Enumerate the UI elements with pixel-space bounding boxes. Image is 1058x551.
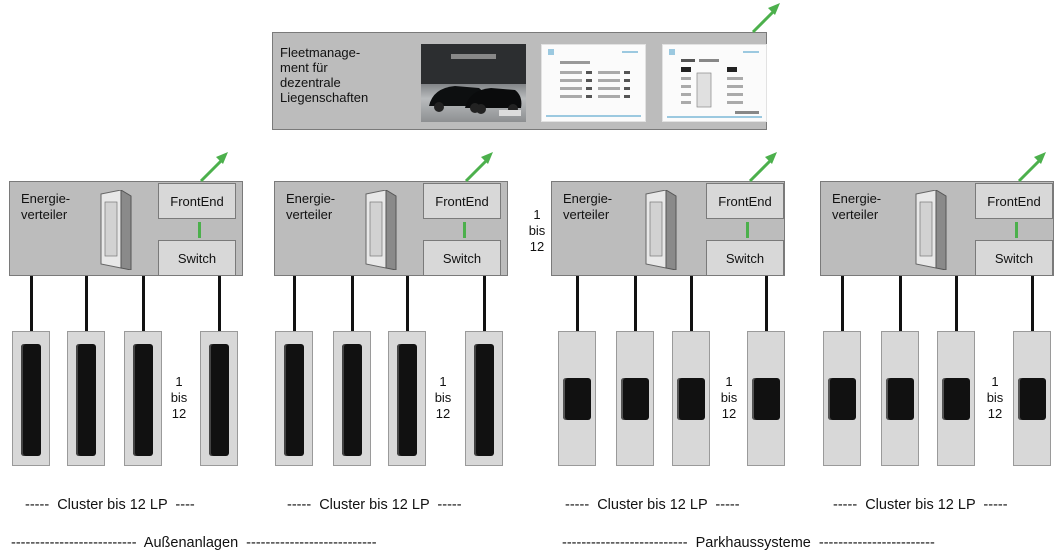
charging-station: [1013, 331, 1051, 466]
station-range-label: 1 bis 12: [720, 374, 738, 421]
charging-pillar-icon: [284, 344, 304, 456]
wallbox-icon: [828, 378, 856, 420]
charging-station: [672, 331, 710, 466]
frontend-box: FrontEnd: [706, 183, 784, 219]
frontend-box: FrontEnd: [423, 183, 501, 219]
station-range-label: 1 bis 12: [170, 374, 188, 421]
connection-line: [899, 276, 902, 332]
charging-station: [388, 331, 426, 466]
energy-distributor-label: Energie- verteiler: [21, 191, 71, 222]
outdoor-group-label: -------------------------- Außenanlagen …: [11, 535, 377, 551]
frontend-switch-link: [198, 222, 201, 238]
charging-station: [200, 331, 238, 466]
charging-station: [881, 331, 919, 466]
connection-line: [351, 276, 354, 332]
connection-line: [85, 276, 88, 332]
charging-pillar-icon: [21, 344, 41, 456]
charging-station: [124, 331, 162, 466]
connection-line: [30, 276, 33, 332]
cabinet-icon: [915, 190, 947, 270]
wallbox-icon: [621, 378, 649, 420]
charging-station: [747, 331, 785, 466]
charging-pillar-icon: [397, 344, 417, 456]
frontend-switch-link: [746, 222, 749, 238]
connection-line: [218, 276, 221, 332]
external-link-arrow-icon: [464, 152, 493, 183]
connection-line: [690, 276, 693, 332]
cluster-label: ----- Cluster bis 12 LP -----: [565, 497, 740, 513]
wallbox-icon: [563, 378, 591, 420]
connection-line: [1031, 276, 1034, 332]
connection-line: [841, 276, 844, 332]
panel-range-label: 1 bis 12: [528, 207, 546, 254]
station-range-label: 1 bis 12: [986, 374, 1004, 421]
frontend-switch-link: [463, 222, 466, 238]
connection-line: [483, 276, 486, 332]
cluster-label: ----- Cluster bis 12 LP -----: [287, 497, 462, 513]
frontend-box: FrontEnd: [975, 183, 1053, 219]
switch-box: Switch: [158, 240, 236, 276]
energy-distributor-label: Energie- verteiler: [832, 191, 882, 222]
cluster-label: ----- Cluster bis 12 LP -----: [833, 497, 1008, 513]
connection-line: [293, 276, 296, 332]
charging-pillar-icon: [474, 344, 494, 456]
connection-line: [765, 276, 768, 332]
station-range-label: 1 bis 12: [434, 374, 452, 421]
energy-distributor-label: Energie- verteiler: [286, 191, 336, 222]
switch-box: Switch: [975, 240, 1053, 276]
wallbox-icon: [1018, 378, 1046, 420]
external-link-arrow-icon: [199, 152, 228, 183]
frontend-box: FrontEnd: [158, 183, 236, 219]
connection-line: [634, 276, 637, 332]
charging-station: [275, 331, 313, 466]
switch-box: Switch: [706, 240, 784, 276]
list-screenshot-thumbnail: [541, 44, 646, 122]
charging-station: [67, 331, 105, 466]
charging-pillar-icon: [209, 344, 229, 456]
charging-pillar-icon: [133, 344, 153, 456]
charging-station: [333, 331, 371, 466]
external-link-arrow-icon: [751, 3, 780, 34]
frontend-switch-link: [1015, 222, 1018, 238]
connection-line: [142, 276, 145, 332]
wallbox-icon: [752, 378, 780, 420]
garage-group-label: -------------------------- Parkhaussyste…: [562, 535, 935, 551]
external-link-arrow-icon: [748, 152, 777, 183]
connection-line: [955, 276, 958, 332]
ev-charging-photo-thumbnail: [421, 44, 526, 122]
wallbox-icon: [886, 378, 914, 420]
connection-line: [576, 276, 579, 332]
charging-pillar-icon: [342, 344, 362, 456]
switch-box: Switch: [423, 240, 501, 276]
charging-station: [465, 331, 503, 466]
charging-pillar-icon: [76, 344, 96, 456]
charging-station: [823, 331, 861, 466]
charging-station: [616, 331, 654, 466]
cabinet-icon: [100, 190, 132, 270]
connection-line: [406, 276, 409, 332]
fleet-management-label: Fleetmanage- ment für dezentrale Liegens…: [280, 45, 369, 105]
energy-distributor-label: Energie- verteiler: [563, 191, 613, 222]
charging-station: [558, 331, 596, 466]
panel-screenshot-thumbnail: [662, 44, 767, 122]
charging-station: [12, 331, 50, 466]
cabinet-icon: [645, 190, 677, 270]
wallbox-icon: [942, 378, 970, 420]
cluster-label: ----- Cluster bis 12 LP ----: [25, 497, 195, 513]
charging-station: [937, 331, 975, 466]
wallbox-icon: [677, 378, 705, 420]
cabinet-icon: [365, 190, 397, 270]
external-link-arrow-icon: [1017, 152, 1046, 183]
